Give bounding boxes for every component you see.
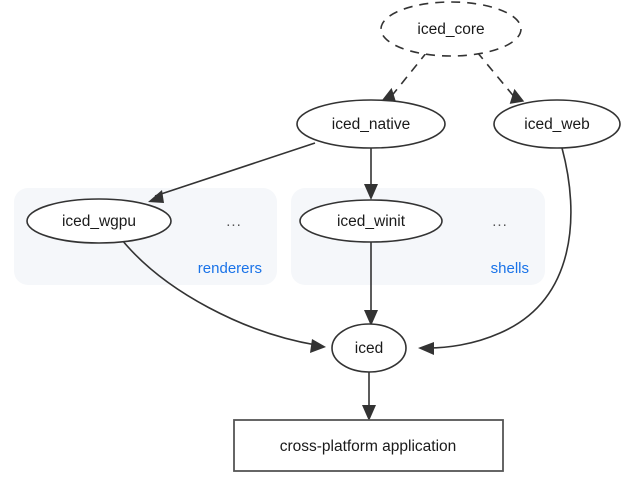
arrowhead-iced-left — [310, 339, 326, 353]
node-iced_native[interactable]: iced_native — [296, 99, 446, 149]
node-iced_web-label: iced_web — [524, 116, 590, 133]
node-iced_web[interactable]: iced_web — [493, 99, 621, 149]
node-iced_core-label: iced_core — [417, 21, 484, 38]
arrowhead-app — [362, 405, 376, 421]
edge-iced_core-to-iced_web — [476, 51, 525, 104]
node-iced-shape[interactable] — [331, 323, 407, 373]
arrowhead-iced-right — [418, 342, 434, 355]
node-app[interactable]: cross-platform application — [233, 419, 504, 472]
edge-iced_web-to-iced — [418, 147, 572, 355]
edge-iced_native-to-iced_wgpu — [148, 142, 316, 203]
cluster-shells-ellipsis: ... — [492, 213, 508, 230]
edge-iced-to-app — [362, 372, 376, 421]
arrowhead-iced_wgpu — [148, 190, 164, 203]
node-iced_wgpu-label: iced_wgpu — [62, 213, 136, 230]
node-app-shape[interactable] — [233, 419, 504, 472]
node-iced[interactable]: iced — [331, 323, 407, 373]
arrowhead-iced-top — [364, 310, 378, 326]
edge-iced_winit-to-iced — [364, 241, 378, 326]
cluster-renderers-ellipsis: ... — [226, 213, 242, 230]
node-iced_web-shape[interactable] — [493, 99, 621, 149]
node-iced_winit[interactable]: iced_winit — [299, 199, 443, 243]
node-app-label: cross-platform application — [280, 438, 457, 455]
node-iced_winit-label: iced_winit — [337, 213, 406, 230]
edge-iced_native-to-iced_winit — [364, 148, 378, 200]
arrowhead-iced_winit — [364, 184, 378, 200]
node-iced_native-label: iced_native — [332, 116, 410, 133]
cluster-renderers-label: renderers — [198, 260, 262, 277]
node-iced_wgpu[interactable]: iced_wgpu — [26, 198, 172, 244]
edge-iced_wgpu-to-iced — [121, 239, 326, 353]
arrowhead-iced_web — [509, 88, 525, 104]
node-iced_native-shape[interactable] — [296, 99, 446, 149]
node-iced_winit-shape[interactable] — [299, 199, 443, 243]
node-iced-label: iced — [355, 340, 383, 357]
cluster-shells-label: shells — [491, 260, 529, 277]
node-iced_core-shape[interactable] — [380, 1, 522, 57]
node-iced_core[interactable]: iced_core — [380, 1, 522, 57]
edge-iced_core-to-iced_native — [381, 51, 428, 103]
arrowhead-iced_native — [381, 87, 397, 103]
node-iced_wgpu-shape[interactable] — [26, 198, 172, 244]
